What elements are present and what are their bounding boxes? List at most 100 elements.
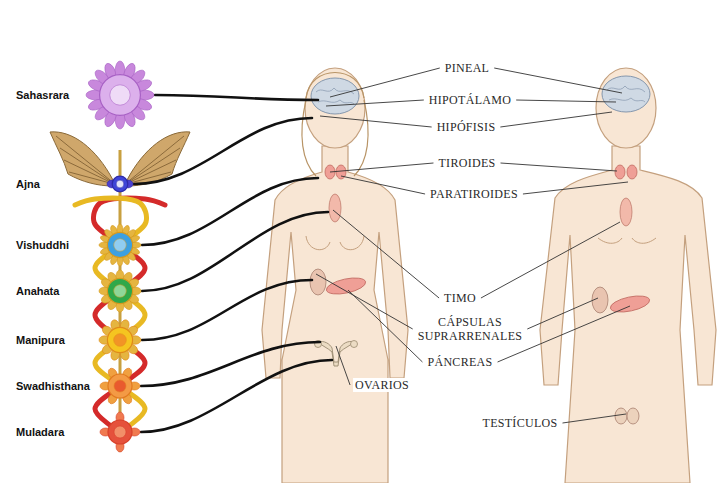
chakra-node: Ajna bbox=[16, 171, 133, 197]
testicle bbox=[627, 408, 639, 424]
pancreas bbox=[325, 275, 367, 297]
chakra-name: Anahata bbox=[16, 285, 59, 297]
chakra-symbol bbox=[99, 270, 141, 312]
chakra-core bbox=[116, 180, 124, 188]
chakra-name: Ajna bbox=[16, 178, 40, 190]
snake bbox=[93, 198, 165, 432]
pancreas bbox=[609, 293, 651, 315]
leader-line bbox=[516, 100, 616, 102]
leader-line bbox=[494, 68, 622, 93]
chakra-name: Vishuddhi bbox=[16, 239, 69, 251]
chakra-symbol-body bbox=[100, 367, 140, 406]
gland-label: TIROIDES bbox=[436, 156, 497, 170]
chakra-symbol-body bbox=[86, 61, 154, 129]
chakra-node: Vishuddhi bbox=[16, 224, 141, 266]
chakra-symbol-body bbox=[100, 412, 140, 452]
chakra-symbol bbox=[86, 61, 154, 129]
ovaries bbox=[318, 341, 354, 366]
chakra-symbol bbox=[99, 224, 141, 266]
leader-line bbox=[563, 414, 627, 423]
snake bbox=[75, 198, 147, 432]
ovary bbox=[351, 341, 358, 348]
gland-label: PARATIROIDES bbox=[428, 187, 520, 201]
feather bbox=[64, 160, 110, 182]
chakra-leader bbox=[142, 280, 312, 340]
thyroid bbox=[627, 165, 637, 179]
chakra-leader bbox=[142, 212, 328, 291]
gland-label: PINEAL bbox=[443, 61, 491, 75]
chakra-node: Sahasrara bbox=[16, 61, 154, 129]
leader-line bbox=[481, 222, 620, 298]
chakra-disc bbox=[112, 176, 128, 192]
chakra-disc bbox=[100, 75, 141, 116]
woman-body bbox=[262, 146, 408, 483]
chakra-core bbox=[114, 334, 127, 347]
feather bbox=[130, 172, 171, 183]
chakra-symbol-body bbox=[99, 319, 141, 362]
testicle bbox=[615, 408, 627, 424]
leader-line bbox=[336, 346, 350, 385]
chakra-name: Swadhisthana bbox=[16, 380, 90, 392]
chakra-symbol-body bbox=[99, 270, 141, 312]
leader-line bbox=[330, 68, 440, 97]
chakra-leader bbox=[141, 360, 332, 432]
chakra-core bbox=[114, 285, 127, 298]
chakra-leader bbox=[142, 178, 318, 245]
chakra-node: Muladara bbox=[16, 412, 140, 452]
leader-line bbox=[333, 210, 439, 298]
chakra-leader bbox=[134, 118, 312, 184]
chakra-name: Sahasrara bbox=[16, 89, 69, 101]
chakra-leader bbox=[141, 342, 320, 386]
feather bbox=[130, 136, 184, 180]
gland-label: OVARIOS bbox=[353, 378, 411, 392]
leader-line bbox=[320, 116, 432, 127]
chakra-leader bbox=[155, 95, 318, 100]
leader-line bbox=[316, 274, 413, 329]
chakra-node: Anahata bbox=[16, 270, 141, 312]
leader-line bbox=[348, 290, 422, 362]
leader-line bbox=[341, 176, 425, 194]
gland-label: HIPÓFISIS bbox=[435, 120, 498, 134]
chakra-name: Muladara bbox=[16, 426, 64, 438]
woman-figure bbox=[262, 68, 408, 483]
gland-label: HIPOTÁLAMO bbox=[427, 93, 513, 107]
leader-line bbox=[330, 163, 433, 172]
chakra-disc bbox=[108, 374, 132, 398]
chakra-node: Manipura bbox=[16, 319, 141, 361]
leader-line bbox=[501, 163, 617, 171]
chakra-node: Swadhisthana bbox=[16, 366, 140, 406]
thymus bbox=[620, 198, 632, 226]
right-wing bbox=[127, 132, 190, 186]
leader-line bbox=[500, 112, 612, 127]
chakra-leaders bbox=[134, 95, 332, 432]
man-chest bbox=[598, 238, 656, 243]
woman-breasts bbox=[306, 236, 364, 250]
left-wing bbox=[50, 132, 113, 186]
gland-label: CÁPSULAS SUPRARRENALES bbox=[416, 315, 525, 343]
chakra-core bbox=[114, 239, 127, 252]
kidney bbox=[310, 269, 326, 295]
chakra-disc bbox=[107, 327, 132, 352]
brain-folds bbox=[607, 86, 645, 102]
chakra-core bbox=[114, 380, 126, 392]
chakra-symbol-body bbox=[107, 176, 133, 192]
chakra-disc bbox=[108, 420, 132, 444]
brain bbox=[602, 76, 650, 112]
snakes bbox=[75, 198, 165, 432]
man-body bbox=[540, 146, 716, 483]
gland-label: TIMO bbox=[442, 291, 478, 305]
chakra-core bbox=[114, 426, 126, 438]
feather bbox=[69, 172, 110, 183]
thyroid bbox=[615, 165, 625, 179]
chakra-symbol bbox=[100, 412, 140, 452]
chakra-symbol-body bbox=[99, 224, 141, 266]
chakra-symbol bbox=[100, 366, 140, 406]
leader-line bbox=[523, 182, 628, 194]
gland-leaders bbox=[316, 68, 630, 423]
man-head bbox=[596, 68, 656, 148]
chakra-core bbox=[110, 85, 130, 105]
feather bbox=[56, 136, 110, 180]
chakra-symbol bbox=[99, 319, 141, 361]
man-figure bbox=[540, 68, 716, 483]
